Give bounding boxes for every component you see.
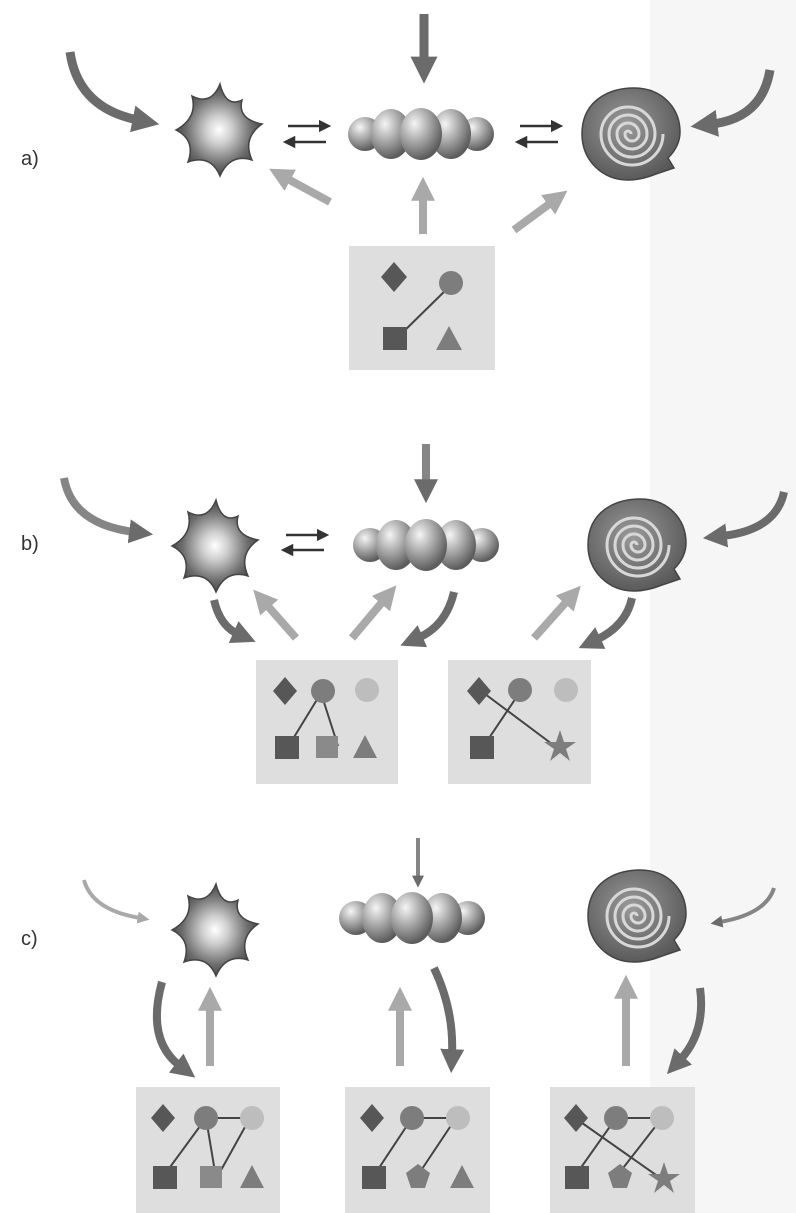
star-protein-icon — [171, 883, 259, 977]
arrow-in-right — [690, 69, 775, 137]
oligomer-protein-icon — [353, 519, 499, 571]
panel-a — [65, 14, 775, 370]
triangle-icon — [450, 1165, 474, 1188]
square-icon — [316, 736, 338, 758]
circle-icon — [604, 1106, 628, 1130]
page-text-strip — [650, 0, 796, 1213]
arrow-star-to-box1 — [152, 980, 196, 1078]
panel-b — [60, 444, 788, 784]
star-protein-icon — [175, 83, 263, 177]
square-icon — [200, 1166, 222, 1188]
arrow-box-to-shell — [511, 190, 568, 234]
diamond-icon — [381, 262, 407, 292]
circle-icon — [446, 1106, 470, 1130]
oligomer-protein-icon — [348, 108, 494, 160]
small-star-icon — [544, 730, 576, 761]
arrow-star-to-box1 — [210, 599, 256, 644]
spiral-shell-protein-icon — [586, 868, 688, 964]
panel-label-b: b) — [21, 533, 39, 555]
equilibrium-arrows-left — [280, 528, 330, 557]
circle-icon — [400, 1106, 424, 1130]
arrow-box2-to-shell — [531, 585, 581, 641]
arrow-chain-to-box2 — [430, 966, 465, 1074]
square-icon — [275, 736, 299, 759]
arrow-chain-to-box1 — [400, 590, 458, 648]
arrow-in-right — [710, 887, 776, 928]
square-icon — [565, 1166, 589, 1189]
square-icon — [383, 327, 407, 350]
arrow-in-left — [65, 51, 160, 133]
triangle-icon — [240, 1165, 264, 1188]
panel-c — [82, 838, 776, 1213]
square-icon — [470, 736, 494, 759]
circle-icon — [439, 271, 463, 295]
triangle-icon — [353, 735, 377, 758]
star-protein-icon — [171, 499, 259, 593]
panel-label-a: a) — [21, 148, 39, 170]
arrow-in-right — [702, 490, 788, 548]
arrow-shell-to-box2 — [578, 596, 636, 649]
arrow-box1-to-chain — [348, 585, 397, 641]
circle-icon — [194, 1106, 218, 1130]
equilibrium-arrows-left — [282, 119, 332, 149]
arrow-box1-to-star — [253, 589, 299, 641]
circle-icon — [355, 678, 379, 702]
oligomer-protein-icon — [339, 892, 485, 944]
diamond-icon — [360, 1104, 384, 1132]
environment-box-c1 — [136, 1087, 280, 1213]
arrow-in-left — [82, 879, 150, 924]
small-star-icon — [648, 1162, 680, 1193]
square-icon — [153, 1166, 177, 1189]
pentagon-icon — [608, 1164, 632, 1188]
diamond-icon — [273, 677, 297, 705]
environment-box-b2 — [448, 660, 591, 784]
circle-icon — [554, 678, 578, 702]
equilibrium-arrows-right — [514, 119, 564, 149]
diamond-icon — [151, 1104, 175, 1132]
environment-box-c3 — [550, 1087, 695, 1213]
panel-label-c: c) — [21, 928, 38, 950]
arrow-box-to-star — [269, 168, 332, 206]
spiral-shell-protein-icon — [580, 86, 682, 182]
environment-box-a — [349, 246, 495, 370]
spiral-shell-protein-icon — [586, 497, 688, 593]
square-icon — [362, 1166, 386, 1189]
circle-icon — [240, 1106, 264, 1130]
arrow-in-left — [60, 477, 154, 544]
circle-icon — [508, 678, 532, 702]
diamond-icon — [467, 677, 491, 705]
arrow-shell-to-box3 — [666, 987, 706, 1075]
circle-icon — [650, 1106, 674, 1130]
pentagon-icon — [406, 1164, 430, 1188]
diamond-icon — [564, 1104, 588, 1132]
environment-box-c2 — [345, 1087, 490, 1213]
environment-box-b1 — [256, 660, 398, 784]
circle-icon — [311, 679, 335, 703]
triangle-icon — [436, 326, 462, 350]
